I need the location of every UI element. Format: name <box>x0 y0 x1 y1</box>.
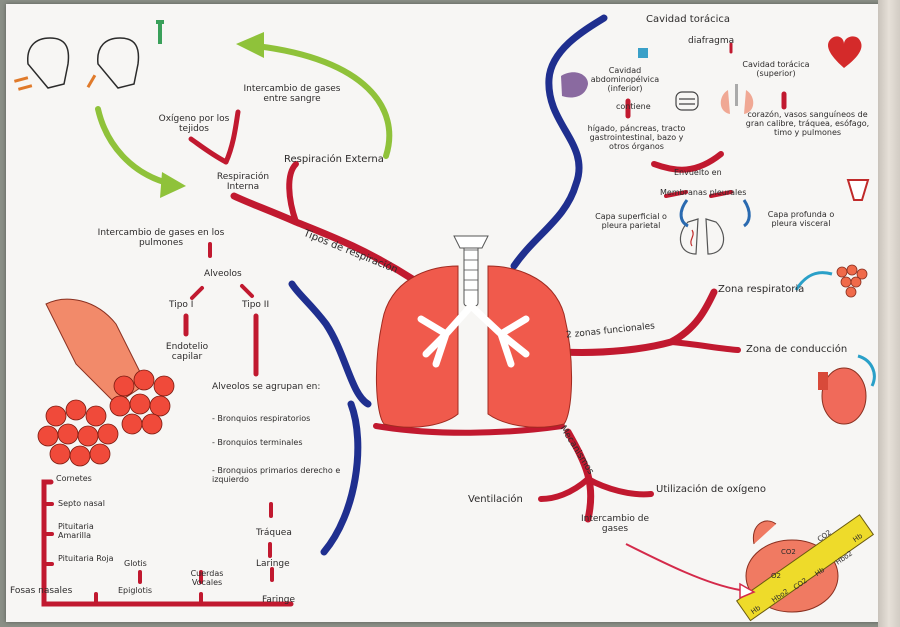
blue-branches <box>288 14 608 556</box>
green-cycle-arrows <box>95 43 393 187</box>
label-alveolos-agrupan: Alveolos se agrupan en: <box>212 382 321 392</box>
label-respiracion-interna: Respiración Interna <box>216 172 270 193</box>
label-glotis: Glotis <box>124 559 147 568</box>
label-faringe: Faringe <box>262 595 296 605</box>
label-organos-toracicos: corazón, vasos sanguíneos de gran calibr… <box>745 110 870 138</box>
label-pituitaria-amarilla: Pituitaria Amarilla <box>58 522 94 541</box>
pleura-lungs-icon <box>679 218 725 255</box>
label-cavidad-toracica-superior: Cavidad torácica (superior) <box>742 60 810 79</box>
label-respiracion-externa: Respiración Externa <box>284 154 384 165</box>
label-intercambio-pulmones: Intercambio de gases en los pulmones <box>97 228 225 249</box>
green-arrow-head-top <box>236 32 264 58</box>
gas-exchange-arrow <box>625 543 741 591</box>
label-septo-nasal: Septo nasal <box>58 499 105 508</box>
alveoli-cluster-large <box>37 369 175 467</box>
alveoli-cluster-small <box>836 264 868 298</box>
pleura-arrow-left <box>679 199 689 228</box>
small-green-icon <box>156 20 164 44</box>
upper-lungs-icon <box>720 84 754 114</box>
label-membranas-pleurales: Membranas pleurales <box>660 188 747 197</box>
zone-cond-arrow <box>857 354 876 387</box>
label-tipo-2: Tipo II <box>242 300 270 310</box>
label-envuelto-en: Envuelto en <box>674 168 722 177</box>
label-zona-conduccion: Zona de conducción <box>746 344 848 355</box>
label-oxigeno-tejidos: Oxígeno por los tejidos <box>158 114 230 135</box>
label-pituitaria-roja: Pituitaria Roja <box>58 554 114 563</box>
mind-map-drawing <box>13 14 876 622</box>
intestine-icon <box>675 91 699 111</box>
label-utilizacion-oxigeno: Utilización de oxígeno <box>656 484 767 495</box>
label-cuerdas-vocales: Cuerdas Vocales <box>190 569 224 588</box>
label-ventilacion: Ventilación <box>468 494 523 505</box>
label-organos-abdominales: hígado, páncreas, tracto gastrointestina… <box>587 124 686 152</box>
label-bronquios-term: - Bronquios terminales <box>212 438 303 447</box>
label-cavidad-abdominopelvica: Cavidad abdominopélvica (inferior) <box>590 66 660 94</box>
green-arrow-head-left <box>160 172 186 198</box>
label-tipo-1: Tipo I <box>169 300 194 310</box>
heart-icon <box>828 36 862 68</box>
hb-label: Hb <box>851 531 865 545</box>
label-pleura-parietal: Capa superficial o pleura parietal <box>595 212 667 231</box>
hb-label: CO2 <box>816 528 833 544</box>
mind-map-paper: Tipos de respiración Respiración Externa… <box>6 4 884 622</box>
label-cavidad-toracica: Cavidad torácica <box>646 14 730 25</box>
red-cell-diagram <box>735 514 875 622</box>
central-lungs <box>375 235 573 428</box>
label-fosas-nasales: Fosas nasales <box>10 586 73 596</box>
red-branches <box>41 42 787 607</box>
label-bronquios-resp: - Bronquios respiratorios <box>212 414 311 423</box>
label-pleura-visceral: Capa profunda o pleura visceral <box>767 210 835 229</box>
label-alveolos: Alveolos <box>204 269 242 279</box>
gas-exchange-arrow-head <box>739 582 756 600</box>
label-cornetes: Cornetes <box>56 474 92 483</box>
hb-label: Hbo2 <box>834 549 855 567</box>
label-diafragma: diafragma <box>688 36 735 46</box>
label-intercambio-gases: Intercambio de gases <box>581 514 649 535</box>
label-laringe: Laringe <box>256 559 290 569</box>
label-epiglotis: Epiglotis <box>118 586 153 595</box>
stomach-icon <box>638 48 648 58</box>
hemoglobin-labels: Hb Hbo2 CO2 Hb Hbo2 CO2 Hb CO2 O2 <box>741 524 881 619</box>
hb-label: Hbo2 <box>770 587 791 605</box>
hb-label: Hb <box>749 603 763 617</box>
hb-label: CO2 <box>792 576 809 592</box>
label-bronquios-prim: - Bronquios primarios derecho e izquierd… <box>212 466 341 485</box>
hb-label: Hb <box>813 565 827 579</box>
nasal-airflow-marks <box>13 74 97 91</box>
zone-resp-arrow <box>794 271 833 291</box>
pleura-arrow-right <box>742 199 751 228</box>
blood-cup-icon <box>846 179 870 201</box>
hb-label: O2 <box>771 572 781 580</box>
label-contiene: contiene <box>616 102 651 111</box>
hb-label: CO2 <box>781 548 796 556</box>
head-profile-icons <box>27 37 140 89</box>
background-fabric <box>878 0 900 627</box>
label-zona-respiratoria: Zona respiratoria <box>718 284 805 295</box>
conduction-lung-icon <box>818 367 867 425</box>
label-intercambio-sangre: Intercambio de gases entre sangre <box>243 84 341 105</box>
liver-icon <box>561 72 588 98</box>
label-endotelio: Endotelio capilar <box>165 342 209 363</box>
label-traquea: Tráquea <box>256 528 292 538</box>
